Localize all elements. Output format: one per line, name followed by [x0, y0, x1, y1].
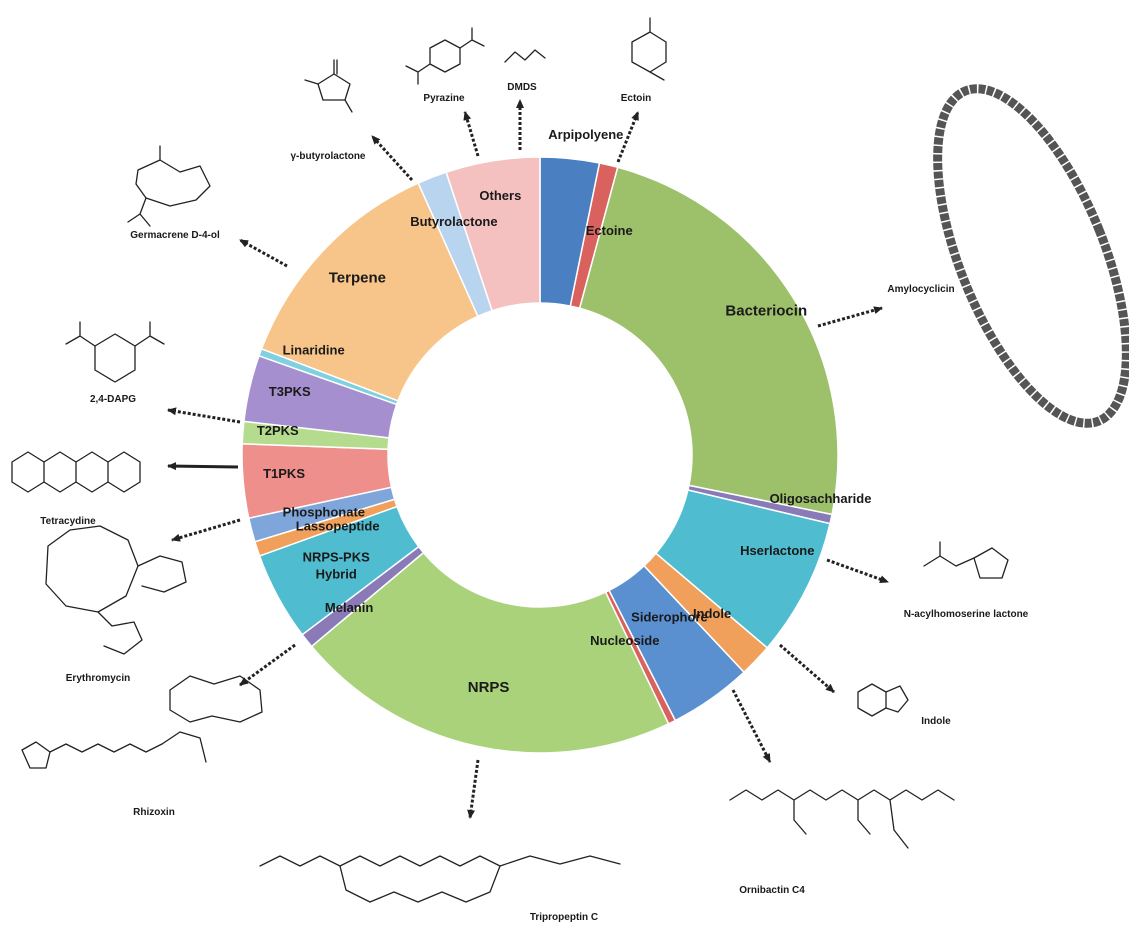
- compound-label-dapg: 2,4-DAPG: [90, 394, 136, 405]
- structure-pyrazine: [405, 27, 485, 85]
- arrow-amylocyclicin: [817, 306, 883, 328]
- structure-ornibactin: [729, 789, 955, 849]
- compound-label-indole: Indole: [921, 716, 951, 727]
- slice-label-nrps: NRPS: [468, 679, 510, 696]
- slice-label-indole: Indole: [693, 606, 731, 621]
- structure-tripropeptin: [259, 855, 621, 903]
- donut-slices: [241, 156, 839, 754]
- compound-label-ornibactin: Ornibactin C4: [739, 885, 805, 896]
- arrow-indole: [779, 643, 835, 694]
- arrow-ornibactin: [731, 689, 772, 763]
- structure-dapg: [65, 321, 165, 383]
- donut-slice-labels: ArpipolyeneEctoineBacteriocinOligosachha…: [257, 127, 872, 696]
- slice-label-melanin: Melanin: [325, 600, 373, 615]
- slice-label-ectoine: Ectoine: [586, 223, 633, 238]
- arrow-acylhomoserine: [826, 558, 889, 584]
- arrow-germacrene: [239, 238, 288, 268]
- compound-label-acylhomoserine: N-acylhomoserine lactone: [904, 609, 1029, 620]
- slice-label-arpipolyene: Arpipolyene: [548, 127, 623, 142]
- structure-rhizoxin: [21, 675, 263, 769]
- structure-tetracydine: [11, 451, 141, 493]
- arrow-ectoin: [616, 111, 640, 163]
- slice-label-lassopeptide: Lassopeptide: [296, 519, 380, 534]
- compound-label-tetracydine: Tetracydine: [40, 516, 96, 527]
- slice-nrps: [310, 551, 670, 754]
- slice-label-bacteriocin: Bacteriocin: [725, 302, 807, 319]
- slice-label-siderophore: Siderophore: [631, 609, 708, 624]
- compound-label-ectoin: Ectoin: [621, 93, 652, 104]
- arrow-erythromycin: [171, 518, 241, 542]
- arrows: [167, 99, 889, 819]
- compound-label-germacrene: Germacrene D-4-ol: [130, 230, 220, 241]
- compound-label-gamma-butyrolactone: γ-butyrolactone: [290, 151, 365, 162]
- compound-structures: [11, 17, 1129, 903]
- compound-label-pyrazine: Pyrazine: [423, 93, 465, 104]
- arrow-gamma-butyrolactone: [370, 134, 414, 182]
- compound-label-amylocyclicin: Amylocyclicin: [887, 284, 954, 295]
- structure-amylocyclicin: [933, 84, 1129, 428]
- slice-terpene: [260, 182, 479, 402]
- structure-ectoin: [631, 17, 667, 81]
- slice-label-linaridine: Linaridine: [283, 342, 345, 357]
- structure-indole: [857, 683, 909, 717]
- arrow-tripropeptin: [467, 759, 480, 819]
- slice-bacteriocin: [578, 166, 839, 516]
- compound-label-tripropeptin: Tripropeptin C: [530, 912, 598, 923]
- structure-erythromycin: [45, 525, 187, 655]
- slice-label-t2pks: T2PKS: [257, 423, 299, 438]
- compound-labels: γ-butyrolactone Pyrazine DMDS Ectoin Ger…: [40, 82, 1028, 923]
- slice-label-oligosachharide: Oligosachharide: [770, 491, 872, 506]
- slice-label-t3pks: T3PKS: [269, 384, 311, 399]
- slice-label-t1pks: T1PKS: [263, 466, 305, 481]
- slice-label-nucleoside: Nucleoside: [590, 633, 659, 648]
- slice-label-terpene: Terpene: [329, 269, 386, 286]
- slice-label-phosphonate: Phosphonate: [283, 505, 365, 520]
- arrow-tetracydine: [167, 462, 239, 471]
- arrow-dapg: [167, 407, 241, 424]
- compound-label-dmds: DMDS: [507, 82, 537, 93]
- structure-acylhomoserine: [923, 541, 1009, 579]
- slice-label-others: Others: [479, 188, 521, 203]
- structure-dmds: [504, 49, 546, 63]
- compound-label-rhizoxin: Rhizoxin: [133, 807, 175, 818]
- structure-germacrene: [127, 145, 211, 227]
- compound-label-erythromycin: Erythromycin: [66, 673, 130, 684]
- arrow-pyrazine: [463, 111, 480, 157]
- slice-label-hserlactone: Hserlactone: [740, 543, 814, 558]
- slice-others: [445, 156, 541, 312]
- slice-label-butyrolactone: Butyrolactone: [410, 214, 497, 229]
- arrow-rhizoxin: [239, 643, 296, 687]
- structure-gamma-butyrolactone: [304, 59, 353, 113]
